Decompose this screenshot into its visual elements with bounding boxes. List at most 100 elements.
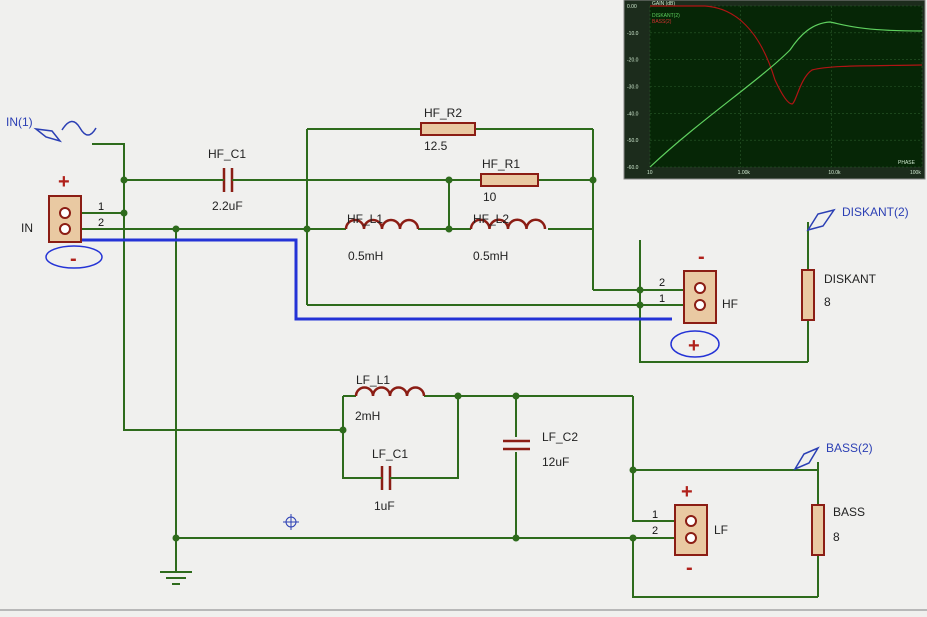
resistor-icon	[420, 122, 476, 136]
component-name: BASS	[833, 505, 865, 519]
probe-in[interactable]: IN(1)	[6, 115, 97, 143]
inductor-hf-l2[interactable]: HF_L2 0.5mH	[469, 212, 547, 263]
component-value: 12.5	[424, 139, 448, 153]
polarity-plus: +	[688, 335, 700, 357]
y-tick-label: -50.0	[627, 138, 639, 144]
crosshair-icon	[283, 514, 299, 530]
y-tick-label: -20.0	[627, 58, 639, 64]
component-value: 0.5mH	[473, 249, 508, 263]
resistor-hf-r2[interactable]: HF_R2 12.5	[420, 106, 476, 153]
polarity-minus: -	[698, 246, 705, 268]
capacitor-icon	[222, 168, 234, 192]
probe-label: DISKANT(2)	[842, 205, 909, 219]
wires	[66, 128, 819, 598]
pin-hole-icon	[694, 299, 706, 311]
inductor-lf-l1[interactable]: LF_L1 2mH	[354, 373, 426, 423]
capacitor-icon	[380, 466, 392, 490]
polarity-plus: +	[681, 481, 693, 503]
component-name: HF_L1	[347, 212, 383, 226]
sine-source-icon	[61, 120, 97, 136]
component-value: 2.2uF	[212, 199, 243, 213]
graph-legend-diskant: DISKANT(2)	[652, 13, 680, 19]
y-tick-label: -40.0	[627, 111, 639, 117]
x-tick-label: 10.0k	[828, 170, 841, 176]
component-name: HF_R1	[482, 157, 520, 171]
pin-hole-icon	[59, 223, 71, 235]
y-tick-label: -30.0	[627, 85, 639, 91]
probe-icon	[806, 208, 836, 232]
diskant-trace	[649, 21, 923, 168]
resistor-hf-r1[interactable]: HF_R1 10	[480, 157, 539, 204]
probe-label: BASS(2)	[826, 441, 873, 455]
probe-icon	[793, 446, 820, 471]
pin-hole-icon	[685, 515, 697, 527]
capacitor-hf-c1[interactable]: HF_C1 2.2uF	[208, 147, 246, 213]
connector-in[interactable]: IN 1 2 + -	[21, 171, 104, 270]
pin-number: 2	[652, 525, 658, 537]
resistor-icon	[480, 173, 539, 187]
graph-y-ticks: 0.00 -10.0 -20.0 -30.0 -40.0 -50.0 -60.0	[627, 4, 639, 171]
component-name: LF_C1	[372, 447, 408, 461]
inductor-icon	[344, 218, 420, 230]
polarity-plus: +	[58, 171, 70, 193]
resistor-icon	[811, 504, 825, 556]
connector-lf[interactable]: LF 1 2 + -	[652, 481, 728, 579]
connector-label: HF	[722, 297, 738, 311]
component-value: 8	[833, 530, 840, 544]
component-value: 8	[824, 295, 831, 309]
component-value: 12uF	[542, 455, 569, 469]
x-tick-label: 1.00k	[738, 170, 751, 176]
ground-icon	[160, 571, 192, 585]
bass-trace	[650, 5, 923, 105]
inductor-hf-l1[interactable]: HF_L1 0.5mH	[344, 212, 420, 263]
resistor-bass[interactable]: BASS 8	[811, 504, 865, 556]
graph-x-ticks: 10 1.00k 10.0k 100k	[647, 170, 921, 176]
component-value: 0.5mH	[348, 249, 383, 263]
resistor-diskant[interactable]: DISKANT 8	[801, 269, 877, 321]
x-tick-label: 10	[647, 170, 653, 176]
pin-number: 1	[652, 509, 658, 521]
component-value: 1uF	[374, 499, 395, 513]
pin-hole-icon	[694, 282, 706, 294]
y-tick-label: -10.0	[627, 31, 639, 37]
connector-label: IN	[21, 221, 33, 235]
component-name: HF_R2	[424, 106, 462, 120]
capacitor-lf-c1[interactable]: LF_C1 1uF	[372, 447, 408, 513]
probe-icon	[33, 127, 63, 143]
frequency-response-graph[interactable]: 0.00 -10.0 -20.0 -30.0 -40.0 -50.0 -60.0 10 1.0…	[623, 0, 926, 180]
pin-number: 1	[98, 201, 104, 213]
capacitor-icon	[503, 439, 530, 451]
polarity-minus: -	[70, 248, 77, 270]
component-value: 10	[483, 190, 497, 204]
connector-label: LF	[714, 523, 728, 537]
pin-number: 2	[98, 217, 104, 229]
graph-corner-label: PHASE	[898, 160, 916, 166]
component-name: DISKANT	[824, 272, 877, 286]
y-tick-label: -60.0	[627, 165, 639, 171]
pin-hole-icon	[59, 207, 71, 219]
probe-label: IN(1)	[6, 115, 33, 129]
component-value: 2mH	[355, 409, 380, 423]
highlight-annotations	[45, 238, 720, 358]
capacitor-lf-c2[interactable]: LF_C2 12uF	[503, 430, 578, 469]
component-name: HF_L2	[473, 212, 509, 226]
inductor-icon	[469, 218, 547, 230]
graph-header: GAIN (dB)	[652, 1, 675, 7]
pin-hole-icon	[685, 532, 697, 544]
component-name: LF_L1	[356, 373, 390, 387]
probe-bass[interactable]: BASS(2)	[793, 441, 873, 471]
connector-hf[interactable]: HF 2 1 - +	[659, 246, 738, 357]
x-tick-label: 100k	[910, 170, 921, 176]
y-tick-label: 0.00	[627, 4, 637, 10]
component-name: LF_C2	[542, 430, 578, 444]
pin-number: 2	[659, 277, 665, 289]
pin-number: 1	[659, 293, 665, 305]
junction-dots	[120, 176, 644, 542]
polarity-minus: -	[686, 557, 693, 579]
inductor-icon	[354, 386, 426, 397]
probe-diskant[interactable]: DISKANT(2)	[806, 205, 909, 232]
resistor-icon	[801, 269, 815, 321]
graph-legend-bass: BASS(2)	[652, 19, 672, 25]
component-name: HF_C1	[208, 147, 246, 161]
